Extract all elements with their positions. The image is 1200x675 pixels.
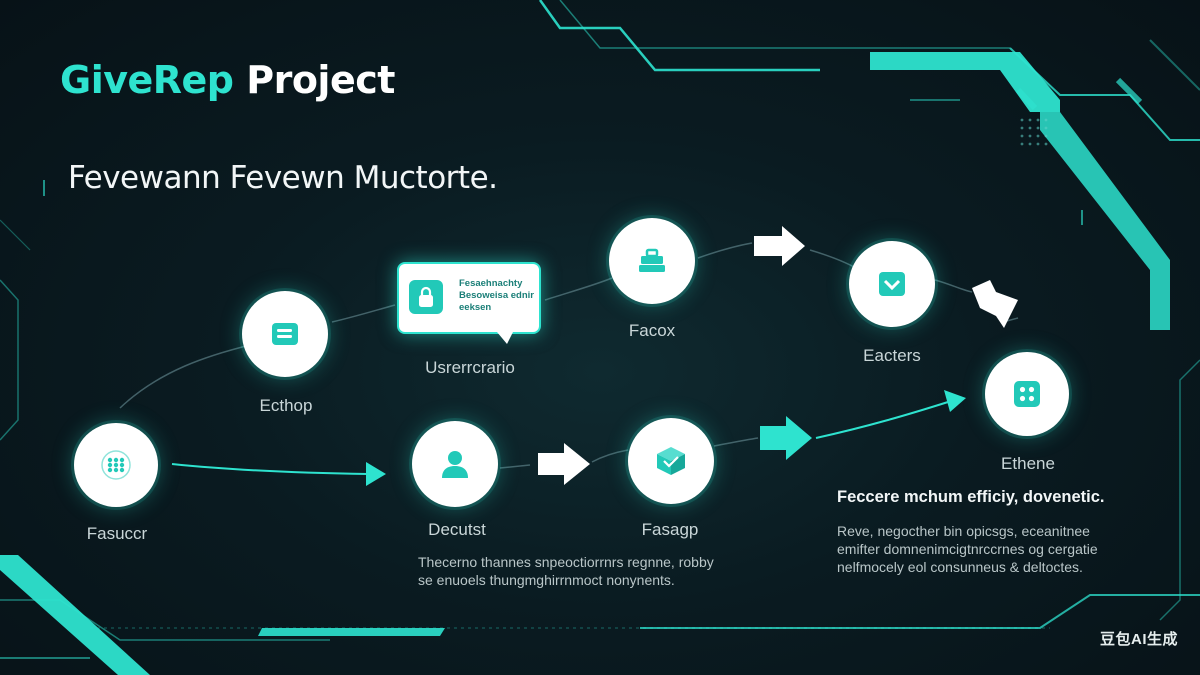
page-title: GiveRep Project [60,58,395,102]
node-fasuccr[interactable] [74,423,158,507]
node-ethene[interactable] [985,352,1069,436]
label-ethene: Ethene [1001,454,1055,473]
user-icon [442,451,468,478]
node-eacters[interactable] [849,241,935,327]
description-line: nelfmocely eol consunneus & deltoctes. [837,559,1083,575]
callout-text: Fesaehnachty Besoweisa ednir eeksen [459,278,535,314]
node-ecthop[interactable] [242,291,328,377]
four-dots-icon [1014,381,1040,407]
card-icon [272,323,298,345]
label-decutst: Decutst [428,520,486,539]
description-right: Reve, negocther bin opicsgs, eceanitnee … [837,522,1098,576]
label-fasuccr: Fasuccr [86,524,148,543]
callout-line: Fesaehnachty [459,278,523,289]
grid-dots-icon [101,450,131,480]
lock-icon [409,280,443,314]
label-eacters: Eacters [863,346,921,365]
description-line: se enuoels thungmghirrnmoct nonynents. [418,572,675,588]
node-fasagp[interactable] [628,418,714,504]
label-facox: Facox [628,321,676,340]
callout-card[interactable]: Fesaehnachty Besoweisa ednir eeksen [397,262,541,344]
label-ecthop: Ecthop [259,396,313,415]
description-line: emifter domnenimcigtnrccrnes og cergatie [837,541,1098,557]
label-usrerrcrario: Usrerrcrario [425,358,515,377]
callout-tail [497,332,513,344]
section-heading: Feccere mchum efficiy, dovenetic. [837,488,1105,506]
description-line: Reve, negocther bin opicsgs, eceanitnee [837,523,1090,539]
title-accent: GiveRep [60,58,234,102]
callout-line: Besoweisa ednir [459,290,534,301]
description-line: Thecerno thannes snpeoctiorrnrs regnne, … [418,554,714,570]
chevron-check-icon [879,272,905,296]
callout-line: eeksen [459,302,492,313]
title-rest: Project [233,58,395,102]
toolbox-icon [639,248,665,272]
description-left: Thecerno thannes snpeoctiorrnrs regnne, … [418,553,714,589]
box-icon [657,447,685,475]
watermark: 豆包AI生成 [1099,631,1178,648]
label-fasagp: Fasagp [641,520,699,539]
subtitle: Fevewann Fevewn Muctorte. [68,160,498,196]
node-facox[interactable] [609,218,695,304]
node-decutst[interactable] [412,421,498,507]
